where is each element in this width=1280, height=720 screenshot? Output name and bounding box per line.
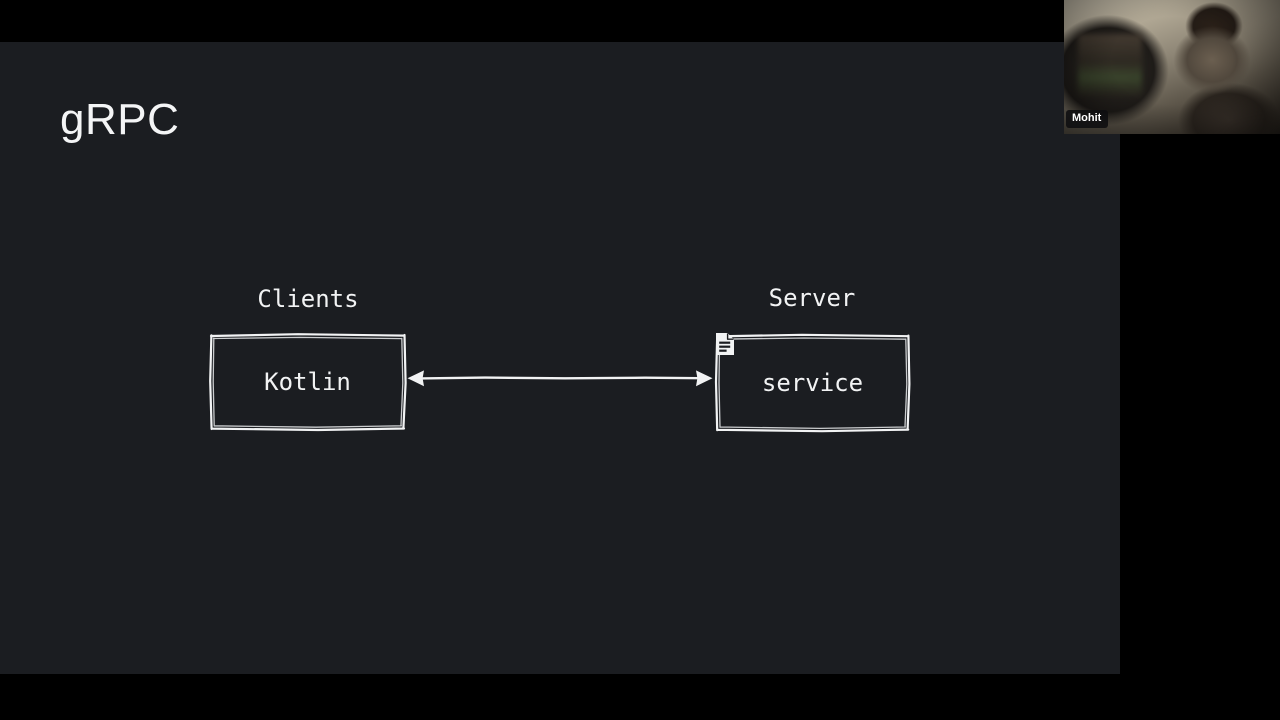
participant-name-badge: Mohit xyxy=(1066,109,1109,128)
clients-group-label: Clients xyxy=(257,285,359,313)
client-node-content: Kotlin xyxy=(208,331,407,432)
screen-share-slide: gRPC Clients Server Kotlin xyxy=(0,42,1120,674)
sketch-rectangle-icon xyxy=(714,333,911,433)
document-icon xyxy=(716,333,734,355)
server-node-box: service xyxy=(714,332,911,433)
bidirectional-arrow-icon xyxy=(407,370,713,387)
architecture-diagram: Clients Server Kotlin xyxy=(0,42,1120,674)
server-group-label: Server xyxy=(768,284,856,312)
server-node-label: service xyxy=(761,368,864,397)
server-node-content: service xyxy=(714,332,911,433)
page-title: gRPC xyxy=(60,95,180,144)
sketch-rectangle-icon xyxy=(209,333,407,432)
client-node-box: Kotlin xyxy=(208,331,407,432)
webcam-tile[interactable]: Mohit xyxy=(1064,0,1280,134)
client-node-label: Kotlin xyxy=(264,367,351,396)
